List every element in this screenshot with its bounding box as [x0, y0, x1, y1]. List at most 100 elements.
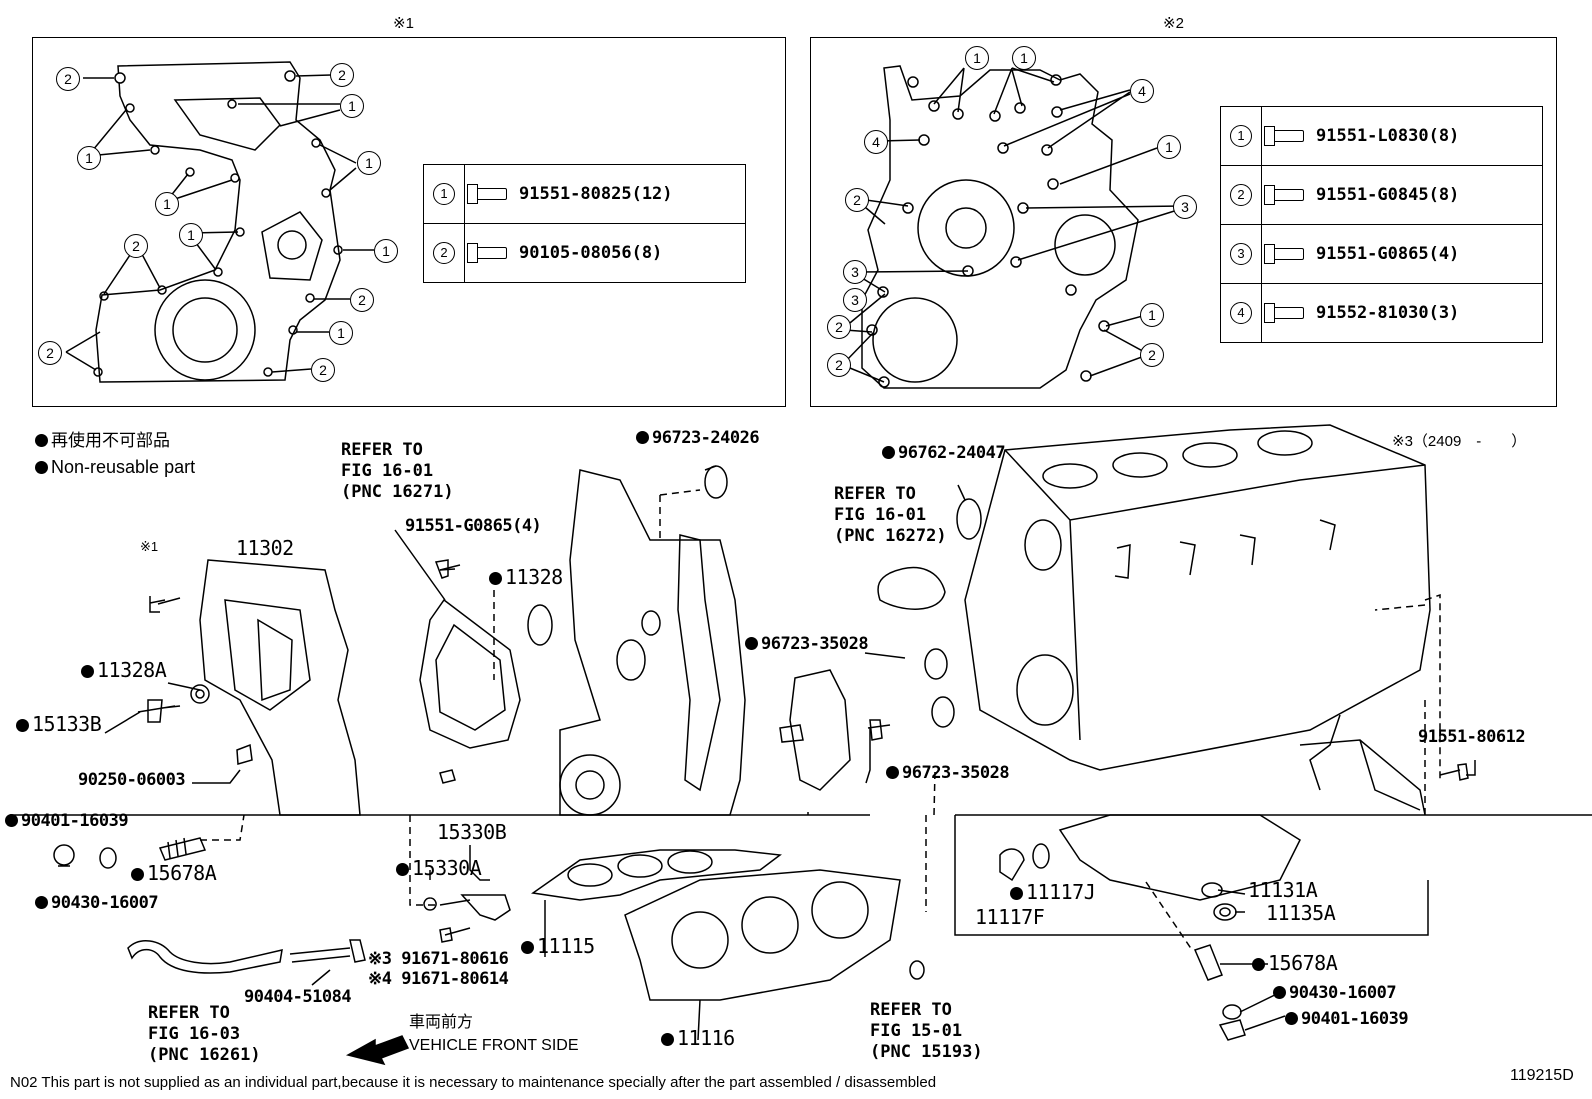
detail-panel-1: [32, 37, 786, 407]
legend-part-number[interactable]: 90105-08056(8): [519, 243, 663, 263]
callout-1: 1: [77, 146, 101, 170]
refer-fig-16-01-16271[interactable]: REFER TO FIG 16-01 (PNC 16271): [341, 440, 454, 502]
gasket-and-housing: [419, 465, 746, 816]
part-96762-24047[interactable]: 96762-24047: [882, 445, 1006, 462]
part-90430-16007-a[interactable]: 90430-16007: [35, 895, 159, 912]
part-96723-35028-a[interactable]: 96723-35028: [745, 636, 869, 653]
bolt-legend-2: 1 91551-L0830(8) 2 91551-G0845(8) 3 9155…: [1220, 106, 1543, 343]
bolt-icon: [467, 184, 507, 204]
part-90401-16039-a[interactable]: 90401-16039: [5, 813, 129, 830]
refer-fig-16-03-16261[interactable]: REFER TO FIG 16-03 (PNC 16261): [148, 1003, 261, 1065]
callout-2: 2: [827, 315, 851, 339]
part-11328[interactable]: 11328: [489, 567, 563, 587]
callout-1: 1: [357, 151, 381, 175]
callout-1: 1: [965, 46, 989, 70]
part-90250-06003[interactable]: 90250-06003: [78, 770, 186, 790]
part-90430-16007-b[interactable]: 90430-16007: [1273, 985, 1397, 1002]
callout-2: 2: [827, 353, 851, 377]
vehicle-front-arrow: [345, 1035, 410, 1066]
part-91551-g0865[interactable]: 91551-G0865(4): [405, 516, 542, 536]
leader-lines: [104, 465, 1476, 1041]
legend-part-number[interactable]: 91551-G0845(8): [1316, 185, 1460, 205]
part-11117f[interactable]: 11117F: [975, 905, 1045, 929]
callout-2: 2: [350, 288, 374, 312]
bolt-icon: [1264, 244, 1304, 264]
refer-fig-15-01-15193[interactable]: REFER TO FIG 15-01 (PNC 15193): [870, 1000, 983, 1062]
refer-fig-16-01-16272[interactable]: REFER TO FIG 16-01 (PNC 16272): [834, 484, 947, 546]
part-96723-35028-b[interactable]: 96723-35028: [886, 765, 1010, 782]
part-11302[interactable]: 11302: [236, 536, 294, 560]
part-15330b[interactable]: 15330B: [437, 820, 507, 844]
timing-cover-detail-1: [65, 61, 374, 383]
part-11115[interactable]: 11115: [521, 936, 595, 956]
callout-2: 2: [1140, 343, 1164, 367]
callout-1: 1: [1157, 135, 1181, 159]
part-91671-80614[interactable]: ※4 91671-80614: [368, 969, 509, 989]
callout-1: 1: [340, 94, 364, 118]
part-11135a[interactable]: 11135A: [1266, 901, 1336, 925]
bolt-legend-1: 1 91551-80825(12) 2 90105-08056(8): [423, 164, 746, 283]
section-lines: [10, 814, 1592, 936]
part-96723-24026[interactable]: 96723-24026: [636, 430, 760, 447]
callout-3: 3: [1173, 195, 1197, 219]
part-91671-80616[interactable]: ※3 91671-80616: [368, 949, 509, 969]
callout-2: 2: [311, 358, 335, 382]
part-15678a-a[interactable]: 15678A: [131, 863, 217, 883]
block-front-detail-2: [844, 65, 1185, 389]
lower-parts: [53, 814, 1301, 1041]
callout-2: 2: [845, 188, 869, 212]
part-11117j[interactable]: 11117J: [1010, 882, 1096, 902]
callout-2: 2: [38, 341, 62, 365]
bolt-icon: [1264, 126, 1304, 146]
panel-1-label: ※1: [393, 15, 414, 32]
dashed-leaders: [200, 489, 1441, 951]
part-15678a-b[interactable]: 15678A: [1252, 953, 1338, 973]
legend-row: 2 91551-G0845(8): [1220, 165, 1543, 225]
callout-4: 4: [864, 130, 888, 154]
illustration-code: 119215D: [1510, 1067, 1574, 1084]
callout-2: 2: [124, 234, 148, 258]
part-x1-marker: ※1: [140, 539, 159, 554]
part-11131a[interactable]: 11131A: [1248, 878, 1318, 902]
part-91551-80612[interactable]: 91551-80612: [1418, 727, 1526, 747]
part-90401-16039-b[interactable]: 90401-16039: [1285, 1011, 1409, 1028]
legend-part-number[interactable]: 91551-80825(12): [519, 184, 673, 204]
callout-1: 1: [1140, 303, 1164, 327]
legend-row: 3 91551-G0865(4): [1220, 224, 1543, 284]
callout-1: 1: [179, 223, 203, 247]
legend-row: 1 91551-L0830(8): [1220, 106, 1543, 166]
callout-1: 1: [329, 321, 353, 345]
callout-2: 2: [1230, 184, 1252, 206]
bolt-icon: [1264, 185, 1304, 205]
panel-2-label: ※2: [1163, 15, 1184, 32]
legend-part-number[interactable]: 91551-G0865(4): [1316, 244, 1460, 264]
part-11328a[interactable]: 11328A: [81, 660, 167, 680]
legend-part-number[interactable]: 91552-81030(3): [1316, 303, 1460, 323]
legend-row: 1 91551-80825(12): [423, 164, 746, 224]
part-11116[interactable]: 11116: [661, 1028, 735, 1048]
callout-1: 1: [155, 192, 179, 216]
non-reusable-note-en: Non-reusable part: [35, 458, 195, 476]
vehicle-front-en: VEHICLE FRONT SIDE: [409, 1037, 579, 1054]
callout-1: 1: [1230, 125, 1252, 147]
callout-4: 4: [1230, 302, 1252, 324]
detail-panel-2: [810, 37, 1557, 407]
bolt-icon: [467, 243, 507, 263]
callout-3: 3: [1230, 243, 1252, 265]
part-90404-51084[interactable]: 90404-51084: [244, 987, 352, 1007]
callout-4: 4: [1130, 79, 1154, 103]
callout-2: 2: [433, 242, 455, 264]
part-15330a[interactable]: 15330A: [396, 858, 482, 878]
callout-2: 2: [56, 67, 80, 91]
legend-part-number[interactable]: 91551-L0830(8): [1316, 126, 1460, 146]
callout-3: 3: [843, 288, 867, 312]
callout-1: 1: [1012, 46, 1036, 70]
vehicle-front-jp: 車両前方: [409, 1014, 474, 1031]
callout-1: 1: [433, 183, 455, 205]
callout-1: 1: [374, 239, 398, 263]
cylinder-block: [779, 424, 1469, 816]
part-15133b[interactable]: 15133B: [16, 714, 102, 734]
callout-2: 2: [330, 63, 354, 87]
panel-3-label: ※3（2409 - ）: [1392, 433, 1527, 450]
